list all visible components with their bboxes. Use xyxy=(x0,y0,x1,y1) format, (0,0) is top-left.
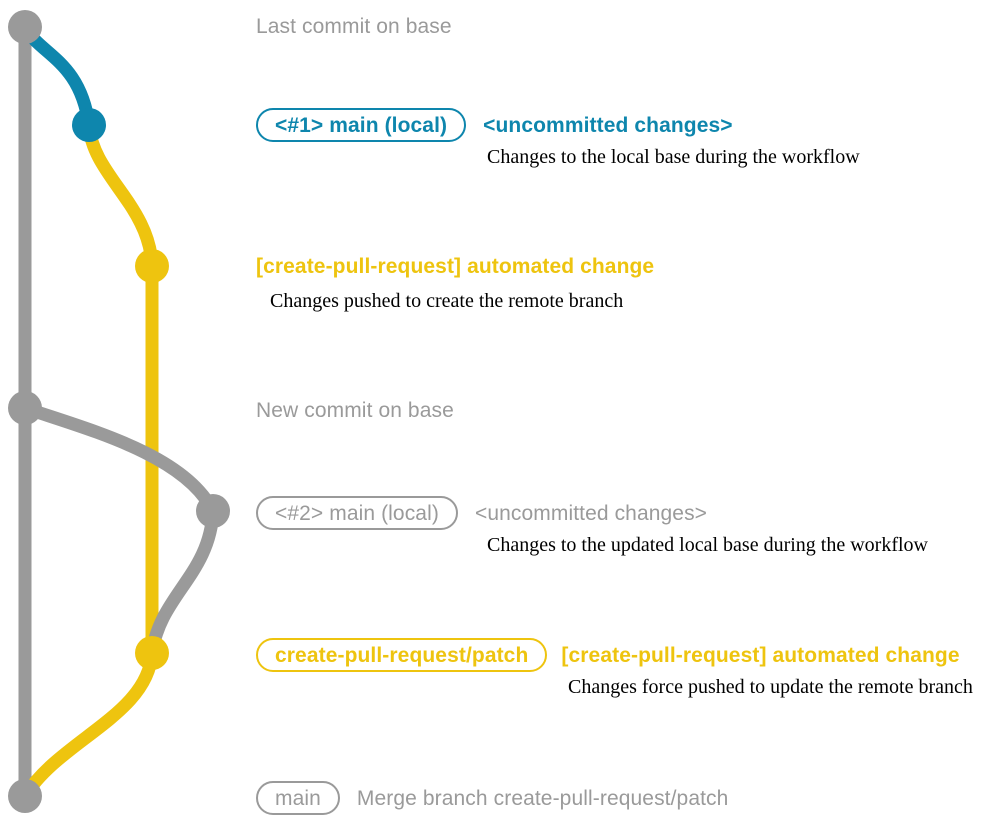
commit-subject: Merge branch create-pull-request/patch xyxy=(356,786,729,810)
commit-node-base-merge[interactable] xyxy=(8,779,42,813)
commit-entry-new-commit-on-base: New commit on base xyxy=(256,400,454,421)
commit-node-base-top[interactable] xyxy=(8,10,42,44)
commit-subject: [create-pull-request] automated change xyxy=(561,643,960,667)
commit-note-local-uncommitted-2: Changes to the updated local base during… xyxy=(487,534,928,556)
commit-note-automated-change-create: Changes pushed to create the remote bran… xyxy=(270,290,624,312)
commit-node-local-1[interactable] xyxy=(72,108,106,142)
commit-note-local-uncommitted-1: Changes to the local base during the wor… xyxy=(487,146,860,168)
branch-badge-main-local-2[interactable]: <#2> main (local) xyxy=(256,496,458,530)
commit-subject: Last commit on base xyxy=(256,15,452,38)
commit-entry-automated-change-create: [create-pull-request] automated change xyxy=(256,256,654,277)
commit-subject: <uncommitted changes> xyxy=(474,501,708,525)
commit-subject: [create-pull-request] automated change xyxy=(256,255,655,278)
edge-base-new-to-local-2 xyxy=(18,401,220,518)
branch-badge-create-pull-request-patch[interactable]: create-pull-request/patch xyxy=(256,638,548,672)
commit-node-patch-1[interactable] xyxy=(135,249,169,283)
commit-node-local-2[interactable] xyxy=(196,494,230,528)
commit-node-base-new[interactable] xyxy=(8,391,42,425)
commit-note-automated-change-update: Changes force pushed to update the remot… xyxy=(568,676,973,698)
commit-entry-merge-commit: main Merge branch create-pull-request/pa… xyxy=(256,781,728,815)
commit-subject: <uncommitted changes> xyxy=(483,113,733,137)
commit-subject: New commit on base xyxy=(256,399,454,422)
commit-node-patch-2[interactable] xyxy=(135,636,169,670)
commit-entry-local-uncommitted-1: <#1> main (local) <uncommitted changes> xyxy=(256,108,733,142)
commit-entry-last-commit-on-base: Last commit on base xyxy=(256,16,452,37)
edge-local-1-to-patch-1 xyxy=(82,118,159,273)
commit-entry-local-uncommitted-2: <#2> main (local) <uncommitted changes> xyxy=(256,496,707,530)
edge-local-2-to-patch-2 xyxy=(145,504,220,660)
branch-badge-main[interactable]: main xyxy=(256,781,340,815)
branch-badge-main-local-1[interactable]: <#1> main (local) xyxy=(256,108,467,142)
edge-patch-2-to-merge xyxy=(18,646,159,803)
commit-entry-automated-change-update: create-pull-request/patch [create-pull-r… xyxy=(256,638,960,672)
